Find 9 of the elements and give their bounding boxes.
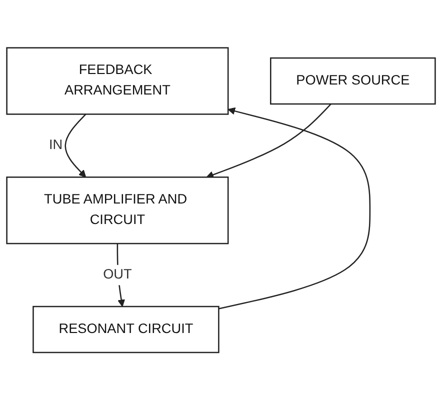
node-box: POWER SOURCE	[270, 57, 436, 104]
node-box: RESONANT CIRCUIT	[32, 306, 220, 353]
node-box: FEEDBACK ARRANGEMENT	[6, 47, 229, 115]
arrow	[206, 103, 332, 178]
arrow	[218, 107, 371, 310]
node-box: TUBE AMPLIFIER AND CIRCUIT	[6, 176, 229, 244]
edge-label: OUT	[103, 267, 132, 282]
arrow	[64, 114, 86, 178]
edge-label: IN	[48, 138, 63, 152]
